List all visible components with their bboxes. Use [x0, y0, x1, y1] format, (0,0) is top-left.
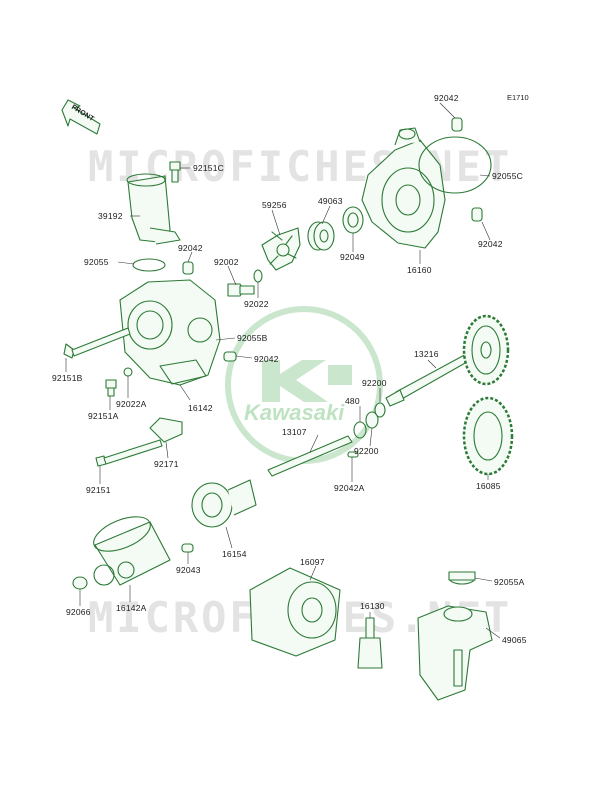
washer-icon — [123, 367, 133, 377]
part-label-16142[interactable]: 16142 — [188, 403, 213, 413]
part-label-13216[interactable]: 13216 — [414, 349, 439, 359]
kawasaki-logo-text: Kawasaki — [244, 400, 345, 425]
part-label-92042-lower[interactable]: 92042 — [254, 354, 279, 364]
oil-strainer-icon — [417, 605, 493, 701]
part-label-480[interactable]: 480 — [345, 396, 360, 406]
part-label-13107[interactable]: 13107 — [282, 427, 307, 437]
clamp-icon — [149, 417, 183, 443]
part-label-92042-mid[interactable]: 92042 — [178, 243, 203, 253]
part-label-92022a[interactable]: 92022A — [116, 399, 147, 409]
water-pipe-icon — [126, 173, 181, 245]
pump-rotor-icon — [191, 479, 257, 528]
bolt-icon — [169, 161, 181, 183]
oil-filter-icon — [249, 567, 341, 657]
o-ring-icon — [132, 258, 166, 272]
long-bolt-icon — [63, 327, 131, 359]
part-label-16097[interactable]: 16097 — [300, 557, 325, 567]
o-ring-icon — [418, 136, 492, 194]
part-label-92151b[interactable]: 92151B — [52, 373, 83, 383]
washer-icon — [374, 402, 386, 418]
pump-shaft-icon — [385, 351, 475, 407]
dowel-pin-icon — [223, 351, 237, 362]
part-label-92042-right[interactable]: 92042 — [478, 239, 503, 249]
drive-gear-icon — [462, 314, 510, 386]
part-label-16142a[interactable]: 16142A — [116, 603, 147, 613]
part-label-92002[interactable]: 92002 — [214, 257, 239, 267]
part-label-16085[interactable]: 16085 — [476, 481, 501, 491]
bolt-icon — [105, 379, 117, 397]
part-label-92055a[interactable]: 92055A — [494, 577, 525, 587]
part-label-92066[interactable]: 92066 — [66, 607, 91, 617]
part-label-16154[interactable]: 16154 — [222, 549, 247, 559]
kawasaki-logo — [225, 306, 383, 464]
part-label-59256[interactable]: 59256 — [262, 200, 287, 210]
washer-icon — [253, 269, 263, 283]
part-label-92151[interactable]: 92151 — [86, 485, 111, 495]
water-pump-cover-icon — [361, 127, 446, 249]
impeller-icon — [261, 227, 301, 271]
part-label-92200-bot[interactable]: 92200 — [354, 446, 379, 456]
seal-icon — [72, 576, 88, 590]
o-ring-icon — [448, 571, 476, 585]
part-label-92171[interactable]: 92171 — [154, 459, 179, 469]
mechanical-seal-icon — [307, 221, 335, 251]
part-label-92022[interactable]: 92022 — [244, 299, 269, 309]
oil-pump-housing-icon — [119, 279, 221, 386]
diagram-ref-code: E1710 — [507, 93, 529, 102]
part-label-92042-top[interactable]: 92042 — [434, 93, 459, 103]
part-label-39192[interactable]: 39192 — [98, 211, 123, 221]
part-label-92043[interactable]: 92043 — [176, 565, 201, 575]
part-label-92151a[interactable]: 92151A — [88, 411, 119, 421]
dowel-pin-icon — [451, 117, 463, 132]
part-label-16130[interactable]: 16130 — [360, 601, 385, 611]
leader-lines — [65, 102, 501, 639]
part-label-92042a[interactable]: 92042A — [334, 483, 365, 493]
part-label-92055c[interactable]: 92055C — [492, 171, 523, 181]
part-label-92055b[interactable]: 92055B — [237, 333, 268, 343]
oil-seal-icon — [342, 206, 364, 234]
pin-icon — [347, 451, 359, 458]
oil-pump-cover-icon — [93, 516, 171, 586]
part-label-92151c[interactable]: 92151C — [193, 163, 224, 173]
pin-icon — [181, 543, 194, 553]
driven-gear-icon — [462, 396, 514, 476]
part-label-92200-top[interactable]: 92200 — [362, 378, 387, 388]
dowel-pin-icon — [182, 261, 194, 275]
part-label-16160[interactable]: 16160 — [407, 265, 432, 275]
part-label-49065[interactable]: 49065 — [502, 635, 527, 645]
part-label-92055[interactable]: 92055 — [84, 257, 109, 267]
long-bolt-icon — [95, 439, 163, 467]
part-label-92049[interactable]: 92049 — [340, 252, 365, 262]
front-arrow-icon — [61, 99, 101, 135]
part-label-49063[interactable]: 49063 — [318, 196, 343, 206]
dowel-pin-icon — [471, 207, 483, 222]
bolt-icon — [227, 283, 255, 297]
rotor-shaft-icon — [267, 435, 353, 477]
filter-fitting-icon — [357, 617, 383, 669]
